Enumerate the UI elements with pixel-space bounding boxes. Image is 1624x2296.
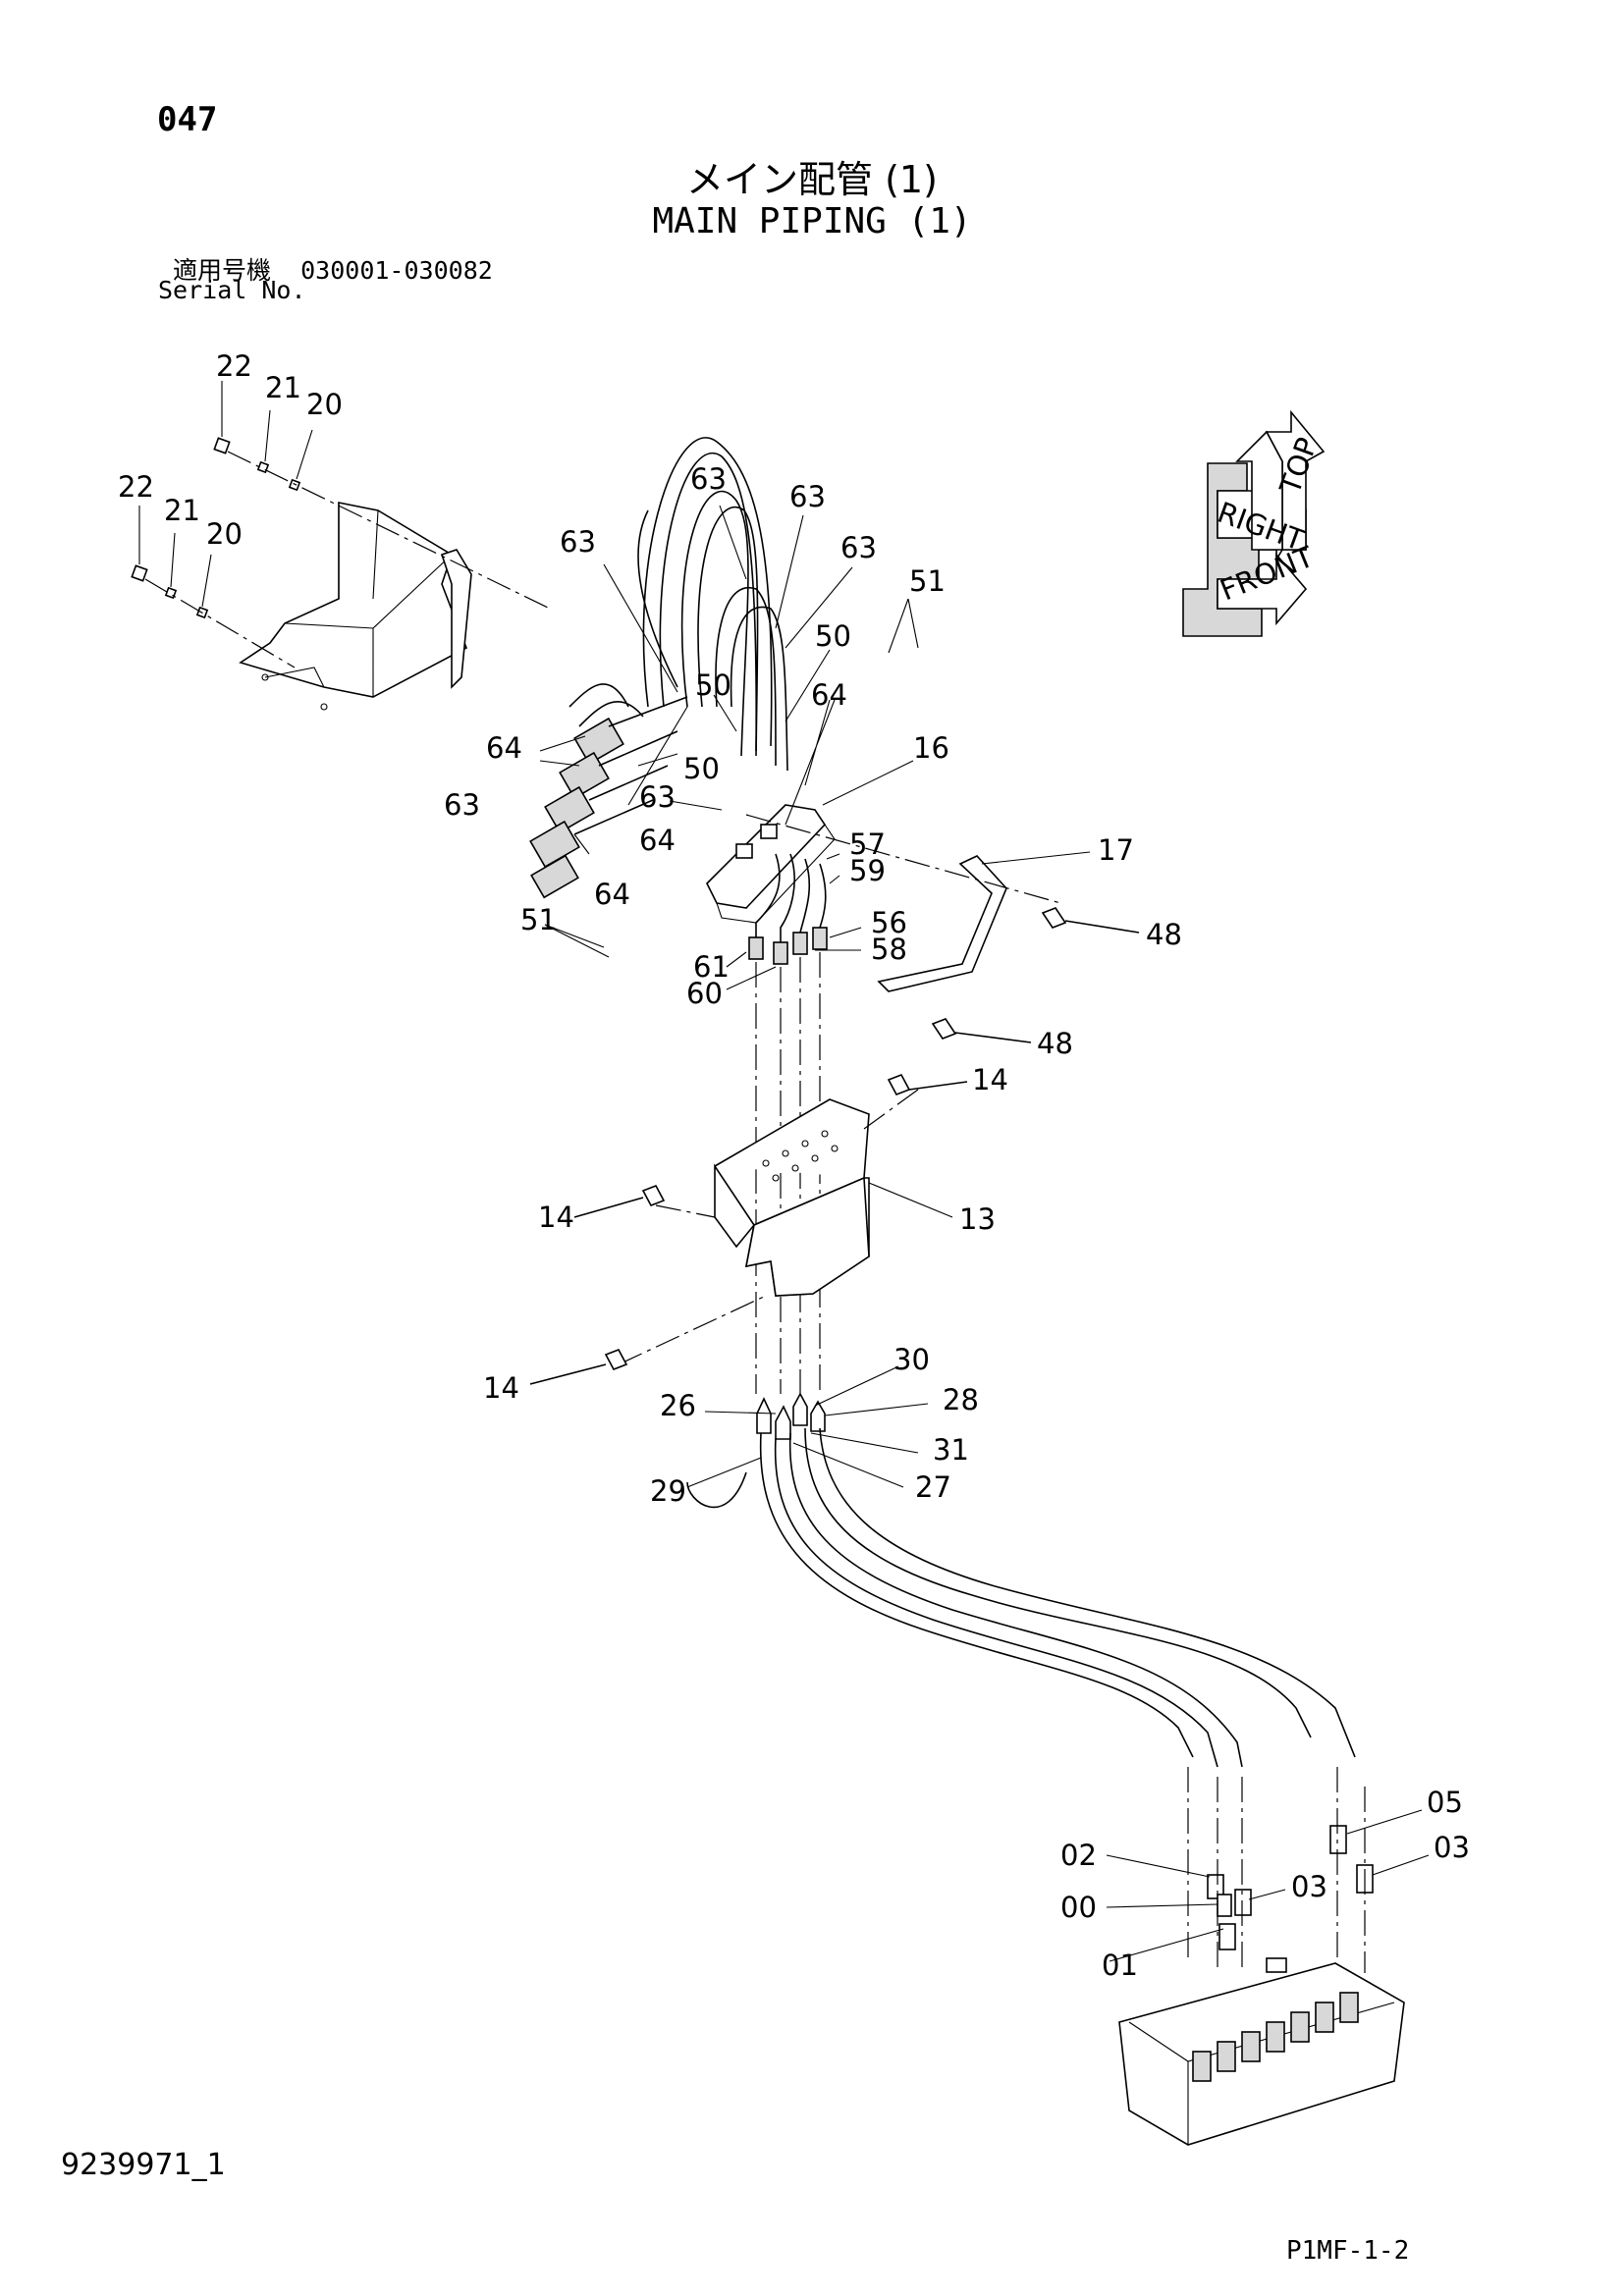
- orientation-marker: RIGHT FRONT TOP: [1182, 409, 1326, 637]
- callout-28: 28: [943, 1383, 979, 1416]
- callout-64: 64: [594, 878, 630, 911]
- callout-48: 48: [1146, 918, 1182, 951]
- serial-range: 適用号機 030001-030082: [173, 251, 493, 287]
- callout-05: 05: [1427, 1786, 1463, 1819]
- bolt-set-lower: [131, 564, 296, 668]
- callout-03: 03: [1434, 1831, 1470, 1864]
- bolt-14-b: [573, 1184, 666, 1218]
- callout-57: 57: [849, 828, 886, 861]
- valve-fittings: [1187, 1767, 1374, 1973]
- bolt-48-upper: [1041, 907, 1140, 934]
- bolt-set-upper: [213, 437, 551, 610]
- callout-56: 56: [871, 906, 907, 939]
- serial-label: Serial No.: [158, 276, 306, 304]
- callout-27: 27: [915, 1470, 951, 1504]
- callout-63: 63: [840, 531, 877, 564]
- document-number: 9239971_1: [61, 2148, 226, 2182]
- callout-61: 61: [693, 950, 730, 984]
- callout-20: 20: [206, 517, 243, 551]
- pipe-bracket: [745, 814, 1061, 992]
- page-number: 047: [157, 100, 218, 139]
- callout-26: 26: [660, 1389, 696, 1422]
- callout-00: 00: [1060, 1891, 1097, 1924]
- serial-label-japanese: 適用号機: [173, 256, 272, 285]
- callout-63: 63: [560, 525, 596, 559]
- callout-51: 51: [909, 564, 946, 598]
- callout-02: 02: [1060, 1839, 1097, 1872]
- cover-plate: [618, 1089, 919, 1365]
- callout-21: 21: [265, 371, 301, 404]
- callout-50: 50: [815, 619, 851, 653]
- callout-64: 64: [639, 824, 676, 857]
- hose-bundle-lower: [686, 1427, 1356, 1768]
- solenoid-valve-group: [529, 696, 688, 899]
- callout-29: 29: [650, 1474, 686, 1508]
- page-title: MAIN PIPING (1): [652, 201, 972, 241]
- callout-51: 51: [520, 903, 557, 936]
- callout-50: 50: [695, 668, 731, 702]
- callout-58: 58: [871, 933, 907, 966]
- callout-01: 01: [1102, 1949, 1138, 1982]
- serial-range-value: 030001-030082: [300, 256, 493, 285]
- manifold-block: [706, 804, 836, 924]
- sheet-code: P1MF-1-2: [1286, 2236, 1410, 2266]
- hose-bundle-upper: [568, 437, 788, 772]
- mounting-bracket: [239, 502, 472, 711]
- callout-13: 13: [959, 1202, 996, 1236]
- callout-31: 31: [933, 1433, 969, 1467]
- callout-14: 14: [538, 1201, 574, 1234]
- bolt-14-c: [529, 1348, 628, 1385]
- page-title-japanese: メイン配管 (1): [686, 158, 938, 201]
- callout-22: 22: [118, 470, 154, 504]
- callout-63: 63: [690, 462, 727, 496]
- callout-17: 17: [1098, 833, 1134, 867]
- callout-64: 64: [486, 731, 522, 765]
- callout-labels: 22 21 20 22 21 20 63 63 63 63 63 63 51 5…: [118, 349, 1470, 1982]
- hose-fitting-group: [748, 853, 828, 1404]
- callout-63: 63: [789, 480, 826, 513]
- lower-fitting-group: [756, 1392, 826, 1440]
- callout-14: 14: [483, 1371, 519, 1405]
- callout-59: 59: [849, 854, 886, 887]
- callout-48: 48: [1037, 1027, 1073, 1060]
- callout-50: 50: [683, 752, 720, 785]
- callout-16: 16: [913, 731, 949, 765]
- callout-22: 22: [216, 349, 252, 383]
- bolt-48-lower: [931, 1018, 1032, 1043]
- callout-20: 20: [306, 388, 343, 421]
- callout-64: 64: [811, 678, 847, 712]
- callout-63: 63: [444, 788, 480, 822]
- bolt-14-a: [887, 1073, 968, 1096]
- callout-21: 21: [164, 494, 200, 527]
- callout-60: 60: [686, 977, 723, 1010]
- callout-14: 14: [972, 1063, 1008, 1096]
- callout-30: 30: [893, 1343, 930, 1376]
- control-valve: [1118, 1957, 1405, 2146]
- callout-63: 63: [639, 780, 676, 814]
- callout-03: 03: [1291, 1870, 1327, 1903]
- leader-lines: [138, 381, 1430, 1962]
